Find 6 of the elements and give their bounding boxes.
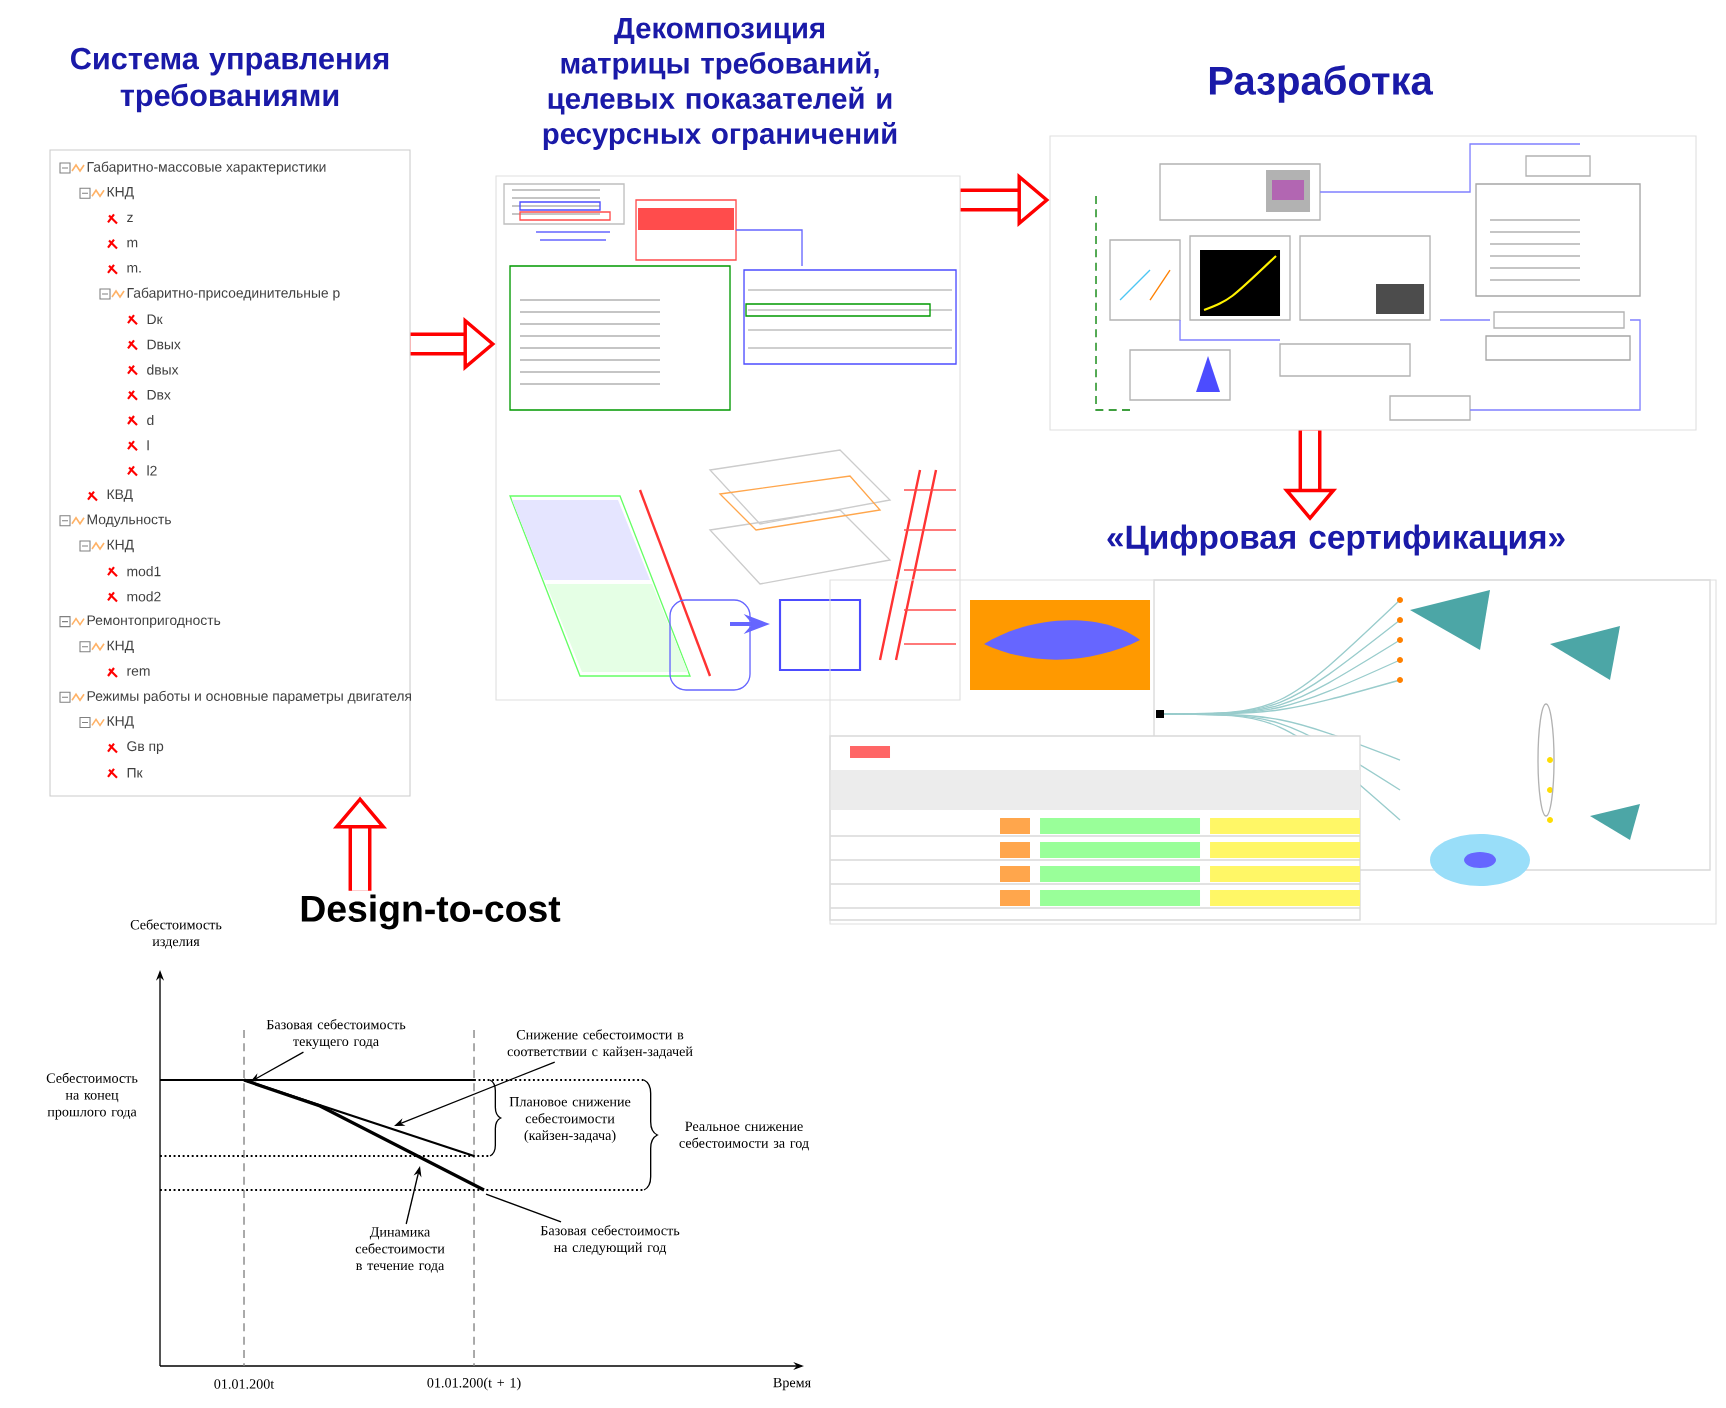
panel-heading: Design-to-cost: [301, 894, 561, 930]
panel-heading: «Цифровая сертификация»: [1107, 524, 1565, 556]
panel-heading: Декомпозиция матрицы требований, целевых показателей и ресурсных ограничений: [543, 18, 897, 150]
panel-heading: Система управления требованиями: [71, 47, 389, 113]
leader-line: [485, 1193, 562, 1223]
panel-heading: Разработка: [1209, 65, 1434, 103]
